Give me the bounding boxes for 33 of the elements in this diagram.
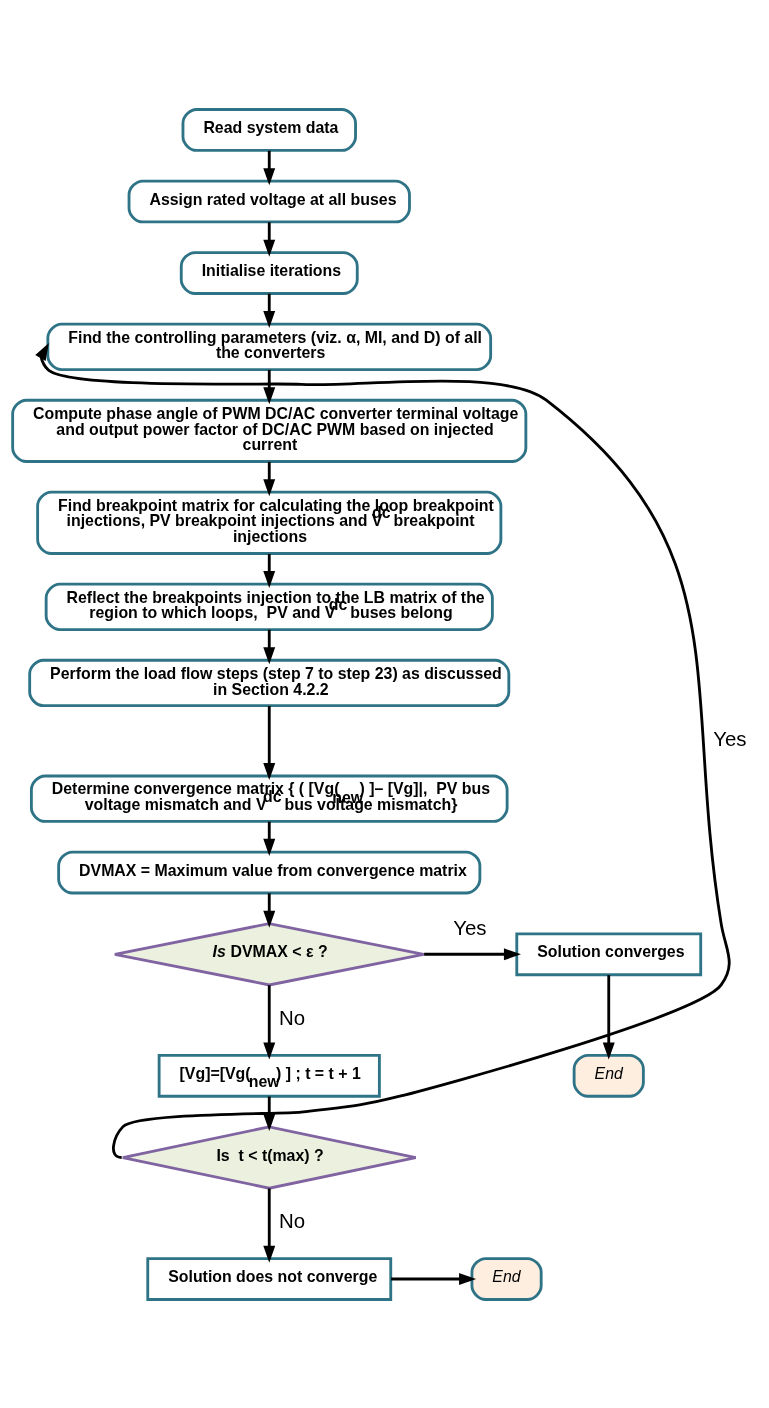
node-box: Perform the load flow steps (step 7 to step 23) as discussed in Section 4.2.2 <box>28 658 511 707</box>
node-diamond: Is DVMAX < ε ? <box>113 921 426 986</box>
node-diamond: Is t < t(max) ? <box>121 1124 418 1190</box>
arrow <box>263 705 276 780</box>
node-box: Read system data <box>181 107 357 152</box>
edge-label: No <box>278 1006 306 1029</box>
arrow <box>263 892 276 928</box>
node-box: Compute phase angle of PWM DC/AC converter terminal voltage and output power factor of DC/AC PWM based on injected current <box>11 398 528 463</box>
arrow <box>391 1272 477 1285</box>
arrow <box>263 1096 276 1131</box>
arrow <box>263 369 276 404</box>
arrow <box>263 150 276 185</box>
arrow <box>602 974 615 1060</box>
arrow <box>263 461 276 496</box>
arrow <box>263 293 276 328</box>
node-box: Initialise iterations <box>179 250 359 295</box>
node-box: DVMAX = Maximum value from convergence matrix <box>57 850 482 894</box>
arrow <box>263 553 276 588</box>
edge-label: Yes <box>453 916 487 939</box>
node-box: End <box>470 1256 543 1301</box>
arrow <box>263 821 276 856</box>
node-box: Assign rated voltage at all buses <box>127 179 411 223</box>
arrow <box>263 221 276 257</box>
node-box: Solution does not converge <box>146 1256 393 1301</box>
arrow <box>263 984 276 1060</box>
arrow <box>263 629 276 664</box>
node-box: End <box>572 1053 645 1098</box>
edge-label: Yes <box>713 727 747 750</box>
node-box: Solution converges <box>515 931 703 976</box>
arrow <box>263 1187 276 1263</box>
arrow <box>424 947 521 960</box>
edge-label: No <box>278 1209 306 1232</box>
node-box: Find the controlling parameters (viz. α, MI, and D) of all the converters <box>46 322 493 371</box>
